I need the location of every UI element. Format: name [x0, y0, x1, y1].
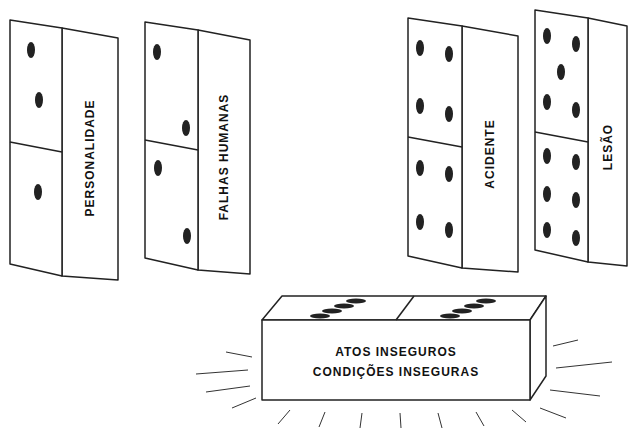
- domino-label-face: LESÃO: [591, 34, 625, 260]
- domino-piece: [535, 10, 627, 266]
- domino-label: ACIDENTE: [483, 119, 497, 188]
- domino-label: CONDIÇÕES INSEGURAS: [313, 362, 479, 382]
- emphasis-rays: [196, 340, 612, 428]
- domino-piece: [10, 20, 118, 280]
- domino-label-face: PERSONALIDADE: [67, 44, 113, 272]
- fallen-domino: [262, 296, 546, 400]
- domino-piece: [145, 22, 250, 274]
- domino-piece: [408, 18, 518, 272]
- fallen-domino-face: ATOS INSEGUROSCONDIÇÕES INSEGURAS: [266, 330, 526, 394]
- domino-label: LESÃO: [601, 124, 615, 170]
- domino-label: ATOS INSEGUROS: [335, 342, 457, 362]
- domino-label: PERSONALIDADE: [83, 99, 97, 216]
- domino-label-face: ACIDENTE: [467, 42, 513, 266]
- domino-label: FALHAS HUMANAS: [217, 94, 231, 221]
- domino-label-face: FALHAS HUMANAS: [202, 46, 246, 268]
